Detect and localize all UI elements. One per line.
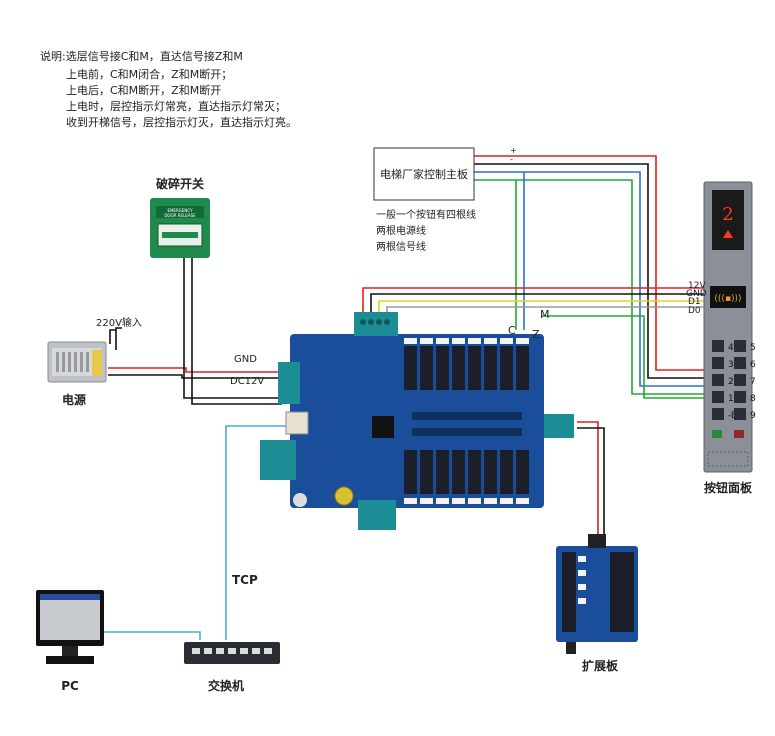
panel-key-label: 1 [728, 394, 734, 404]
panel-title: 按钮面板 [704, 480, 753, 495]
wire-power-red [108, 367, 282, 373]
button-panel: (((▪))) [703, 181, 753, 473]
panel-key [712, 357, 724, 369]
wire-elevator-green [474, 179, 704, 395]
wire-label-z: Z [532, 328, 540, 341]
tcp-label: TCP [232, 573, 258, 587]
panel-key [734, 357, 746, 369]
wire-12v [362, 287, 704, 316]
wire-label-dc12v: DC12V [230, 376, 264, 387]
power-title: 电源 [62, 392, 86, 407]
panel-label-12v: 12V [688, 281, 706, 291]
relay-row-bottom [404, 450, 529, 494]
power-input-label: 220V输入 [96, 316, 142, 329]
pc-title: PC [61, 679, 79, 693]
panel-key [734, 340, 746, 352]
elevator-plus: + [510, 146, 517, 155]
wire-pc-lan [104, 631, 201, 640]
panel-key [712, 340, 724, 352]
wire-power-black [108, 374, 282, 379]
wire-mains-1 [109, 329, 116, 344]
panel-key [734, 408, 746, 420]
wire-label-c: C [508, 324, 516, 337]
wire-mains-2 [115, 327, 122, 350]
panel-key-label: -B [728, 411, 737, 421]
wire-switch-1 [183, 258, 282, 399]
panel-floor-indicator: 2 [722, 204, 733, 225]
svg-text:(((▪))): (((▪))) [714, 294, 741, 304]
elevator-control-board [373, 147, 475, 201]
panel-label-d1: D1 [688, 297, 701, 307]
relay-row-top [404, 346, 529, 390]
wire-expansion-2 [577, 427, 605, 542]
wire-label-m: M [540, 308, 550, 321]
switch-face-line2: DOOR RELEASE [164, 213, 196, 218]
panel-label-gnd: GND [686, 289, 707, 299]
wire-label-gnd: GND [234, 354, 257, 365]
wire-tcp [225, 425, 296, 640]
wire-elevator-black [474, 163, 704, 379]
breaking-switch: EMERGENCY DOOR RELEASE [150, 198, 210, 258]
switch-device-title: 交换机 [208, 678, 244, 693]
expansion-board [556, 534, 638, 654]
wires [104, 155, 704, 640]
note-line-1: 说明:选层信号接C和M，直达信号接Z和M [40, 50, 243, 63]
elevator-minus: - [510, 155, 513, 164]
panel-key [734, 374, 746, 386]
panel-keypad: 4 5 3 6 2 7 1 8 -B 9 [712, 340, 756, 421]
panel-key-label: 3 [728, 360, 734, 370]
panel-key-label: 5 [750, 343, 756, 353]
panel-key-label: 6 [750, 360, 756, 370]
wire-d1 [378, 300, 704, 316]
panel-label-d0: D0 [688, 306, 701, 316]
panel-key-label: 8 [750, 394, 756, 404]
elevator-note-3: 两根信号线 [376, 240, 426, 253]
controller-board [260, 312, 574, 530]
wire-elevator-red [474, 155, 704, 371]
wire-expansion-1 [577, 421, 599, 542]
panel-key-label: 7 [750, 377, 756, 387]
note-line-4: 上电时，层控指示灯常亮，直达指示灯常灭； [66, 100, 286, 113]
note-line-3: 上电后，C和M断开，Z和M断开 [66, 84, 222, 97]
wire-elevator-blue [474, 171, 704, 387]
wire-m-signal [541, 315, 704, 399]
power-supply [47, 341, 107, 383]
panel-key [712, 391, 724, 403]
elevator-note-2: 两根电源线 [376, 224, 426, 237]
panel-key [734, 391, 746, 403]
note-line-2: 上电前，C和M闭合，Z和M断开； [66, 68, 233, 81]
panel-key-label: 9 [750, 411, 756, 421]
switch-title: 破碎开关 [156, 176, 204, 191]
pc-icon [36, 590, 104, 664]
elevator-board-label: 电梯厂家控制主板 [380, 167, 468, 181]
panel-key [712, 408, 724, 420]
panel-key-label: 4 [728, 343, 734, 353]
panel-key [712, 374, 724, 386]
wire-switch-2 [191, 258, 282, 405]
wire-gnd-bus [370, 293, 704, 316]
note-line-5: 收到开梯信号，层控指示灯灭，直达指示灯亮。 [66, 116, 297, 129]
elevator-note-1: 一般一个按钮有四根线 [376, 208, 476, 221]
network-switch [184, 642, 280, 664]
switch-face-line1: EMERGENCY [167, 208, 193, 213]
panel-key-label: 2 [728, 377, 734, 387]
expansion-title: 扩展板 [582, 658, 619, 673]
